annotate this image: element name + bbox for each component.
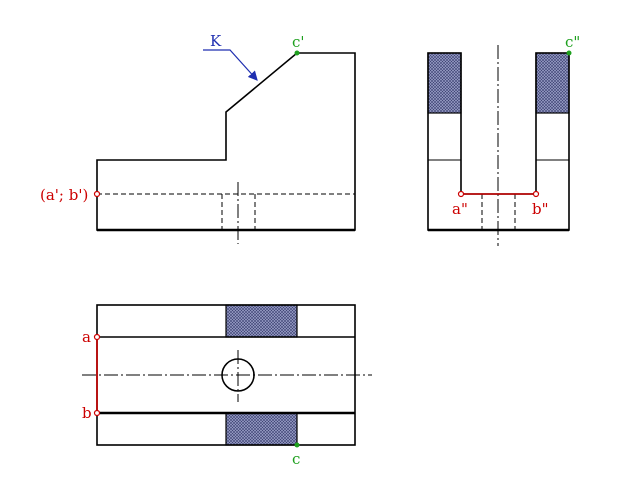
label-c-prime: c': [292, 33, 305, 51]
side-hatch-left: [427, 52, 462, 114]
labels: K c' c" (a'; b') a" b" a b c: [40, 32, 580, 468]
label-a-double-prime: a": [452, 200, 468, 218]
point-b: [93, 409, 101, 417]
side-hatch-right: [535, 52, 570, 114]
point-c: [294, 442, 300, 448]
side-view: [427, 45, 572, 246]
front-view: [93, 49, 356, 244]
label-c-double-prime: c": [565, 33, 580, 51]
k-leader-line: [203, 49, 258, 81]
front-outline: [96, 52, 356, 231]
point-a-double-prime: [457, 190, 465, 198]
point-a: [93, 333, 101, 341]
top-hole: [221, 358, 255, 392]
top-hatch-lower: [225, 412, 298, 446]
label-k: K: [210, 32, 222, 50]
label-a-b-prime: (a'; b'): [40, 186, 88, 204]
point-a-b-prime: [93, 190, 101, 198]
label-b: b: [82, 404, 92, 422]
top-view: [82, 304, 372, 448]
label-c: c: [292, 450, 300, 468]
point-c-prime: [294, 50, 300, 56]
label-a: a: [82, 328, 91, 346]
label-b-double-prime: b": [532, 200, 549, 218]
point-c-double-prime: [566, 50, 572, 56]
point-b-double-prime: [532, 190, 540, 198]
top-hatch-upper: [225, 304, 298, 338]
